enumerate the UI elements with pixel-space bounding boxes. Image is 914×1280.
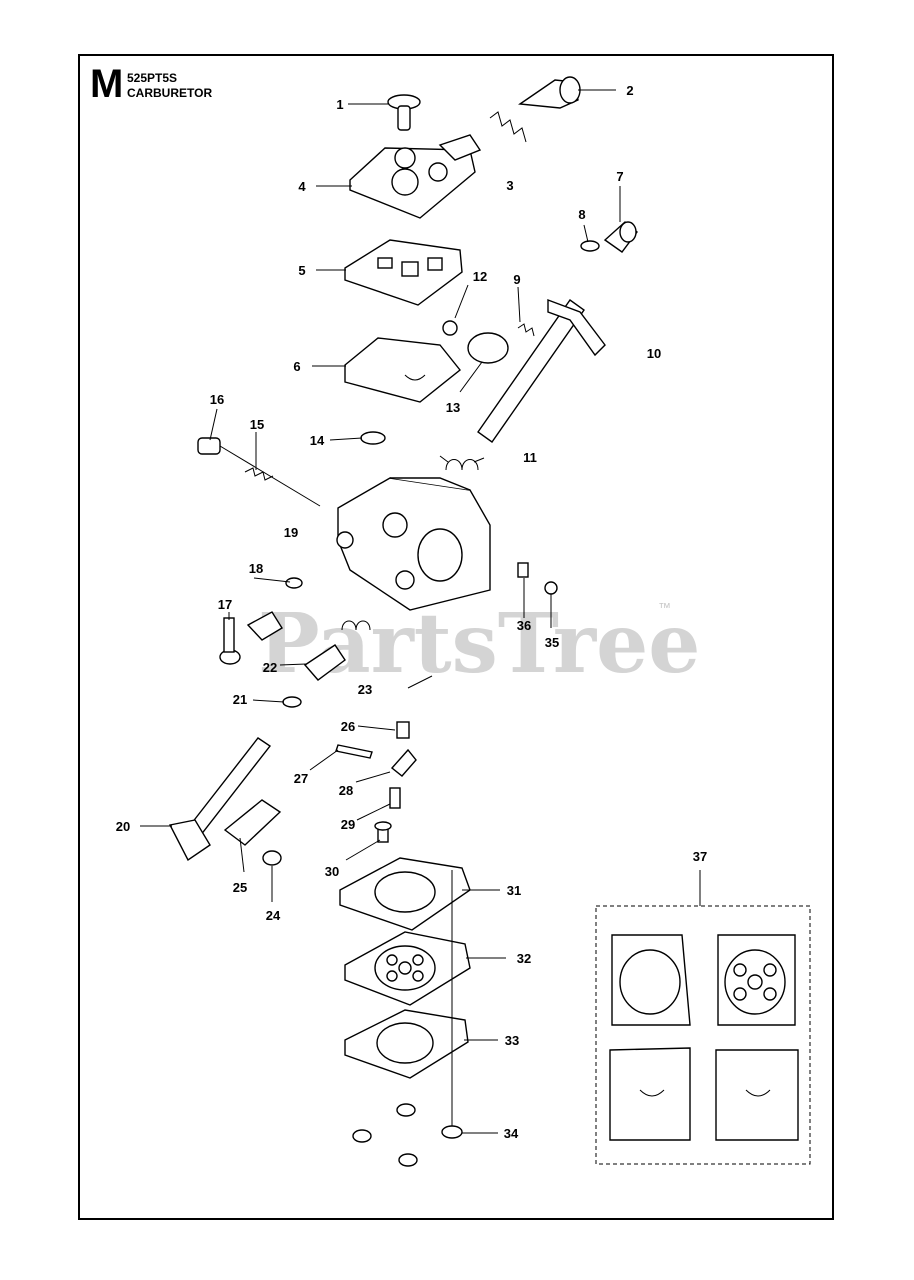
part-fuel-nipple-2: [518, 76, 581, 109]
callout-34: 34: [504, 1126, 519, 1141]
callout-8: 8: [578, 207, 585, 222]
part-metering-diaphragm-32: [344, 931, 471, 1006]
part-needle-16: [197, 437, 321, 507]
callout-6: 6: [293, 359, 300, 374]
watermark: PartsTree: [258, 596, 700, 692]
part-spring-26: [396, 721, 410, 739]
callout-28: 28: [339, 783, 353, 798]
part-metering-cover-33: [344, 1009, 469, 1079]
part-choke-shaft-20: [168, 737, 272, 862]
part-choke-valve-25: [223, 799, 282, 846]
part-spring-3: [489, 111, 527, 143]
part-inlet-lever-28: [390, 748, 417, 777]
section-letter: M: [90, 62, 124, 106]
part-screw-17: [219, 617, 241, 665]
callout-5: 5: [298, 263, 305, 278]
callout-32: 32: [517, 951, 531, 966]
part-pump-gasket-5: [344, 239, 463, 306]
callout-20: 20: [116, 819, 130, 834]
callout-21: 21: [233, 692, 247, 707]
callout-11: 11: [523, 450, 537, 465]
callout-10: 10: [647, 346, 661, 361]
part-throttle-valve-13: [467, 332, 509, 364]
watermark-trademark: ™: [658, 600, 671, 615]
callout-37: 37: [693, 849, 707, 864]
callout-14: 14: [310, 433, 325, 448]
callout-12: 12: [473, 269, 487, 284]
model-number: 525PT5S: [127, 71, 178, 85]
callout-33: 33: [505, 1033, 519, 1048]
callout-22: 22: [263, 660, 277, 675]
callout-3: 3: [506, 178, 513, 193]
part-washer-21: [282, 696, 302, 708]
callout-9: 9: [513, 272, 520, 287]
callout-31: 31: [507, 883, 521, 898]
callout-13: 13: [446, 400, 460, 415]
part-screw-1: [387, 94, 421, 131]
part-screw-30: [374, 821, 392, 843]
callout-26: 26: [341, 719, 355, 734]
part-gasket-31: [339, 857, 471, 931]
part-carburetor-body: [336, 477, 491, 611]
part-washer-8: [580, 240, 600, 252]
section-title: CARBURETOR: [127, 86, 213, 100]
part-o-ring-14: [360, 431, 386, 445]
part-throttle-shaft-10: [477, 298, 606, 443]
callout-29: 29: [341, 817, 355, 832]
part-lever-19: [246, 611, 283, 641]
part-screw-34: [441, 870, 463, 1139]
callout-16: 16: [210, 392, 224, 407]
callout-7: 7: [616, 169, 623, 184]
diagram-frame: [78, 54, 834, 1220]
part-screws-set: [352, 1103, 418, 1167]
part-pump-diaphragm-6: [344, 337, 461, 403]
part-plug-7: [603, 221, 638, 253]
part-screw-12: [442, 320, 458, 336]
callout-25: 25: [233, 880, 247, 895]
callout-1: 1: [336, 97, 343, 112]
callout-labels: 1 2 3 4 5 6 7 8 9 10 11 12 13 14 15 16 1…: [116, 83, 707, 1141]
callout-36: 36: [517, 618, 531, 633]
part-pin-27: [335, 744, 373, 759]
callout-4: 4: [298, 179, 306, 194]
part-spring-23: [341, 620, 371, 631]
callout-17: 17: [218, 597, 232, 612]
callout-19: 19: [284, 525, 298, 540]
part-pump-cover-4: [349, 134, 482, 219]
part-return-spring-11: [439, 455, 485, 471]
part-clip-18: [285, 577, 303, 589]
callout-15: 15: [250, 417, 264, 432]
callout-23: 23: [358, 682, 372, 697]
part-screw-24: [262, 850, 282, 866]
callout-2: 2: [626, 83, 633, 98]
leader-lines: [140, 89, 701, 1134]
callout-30: 30: [325, 864, 339, 879]
part-spring-15: [244, 467, 274, 481]
callout-24: 24: [266, 908, 281, 923]
callout-18: 18: [249, 561, 263, 576]
gasket-kit-37: [595, 905, 811, 1165]
part-clip-9: [517, 323, 535, 337]
callout-35: 35: [545, 635, 559, 650]
part-ball-35: [544, 581, 558, 595]
part-spring-36: [517, 562, 529, 578]
part-needle-valve-29: [389, 787, 401, 809]
part-choke-lever-22: [303, 644, 346, 681]
callout-27: 27: [294, 771, 308, 786]
